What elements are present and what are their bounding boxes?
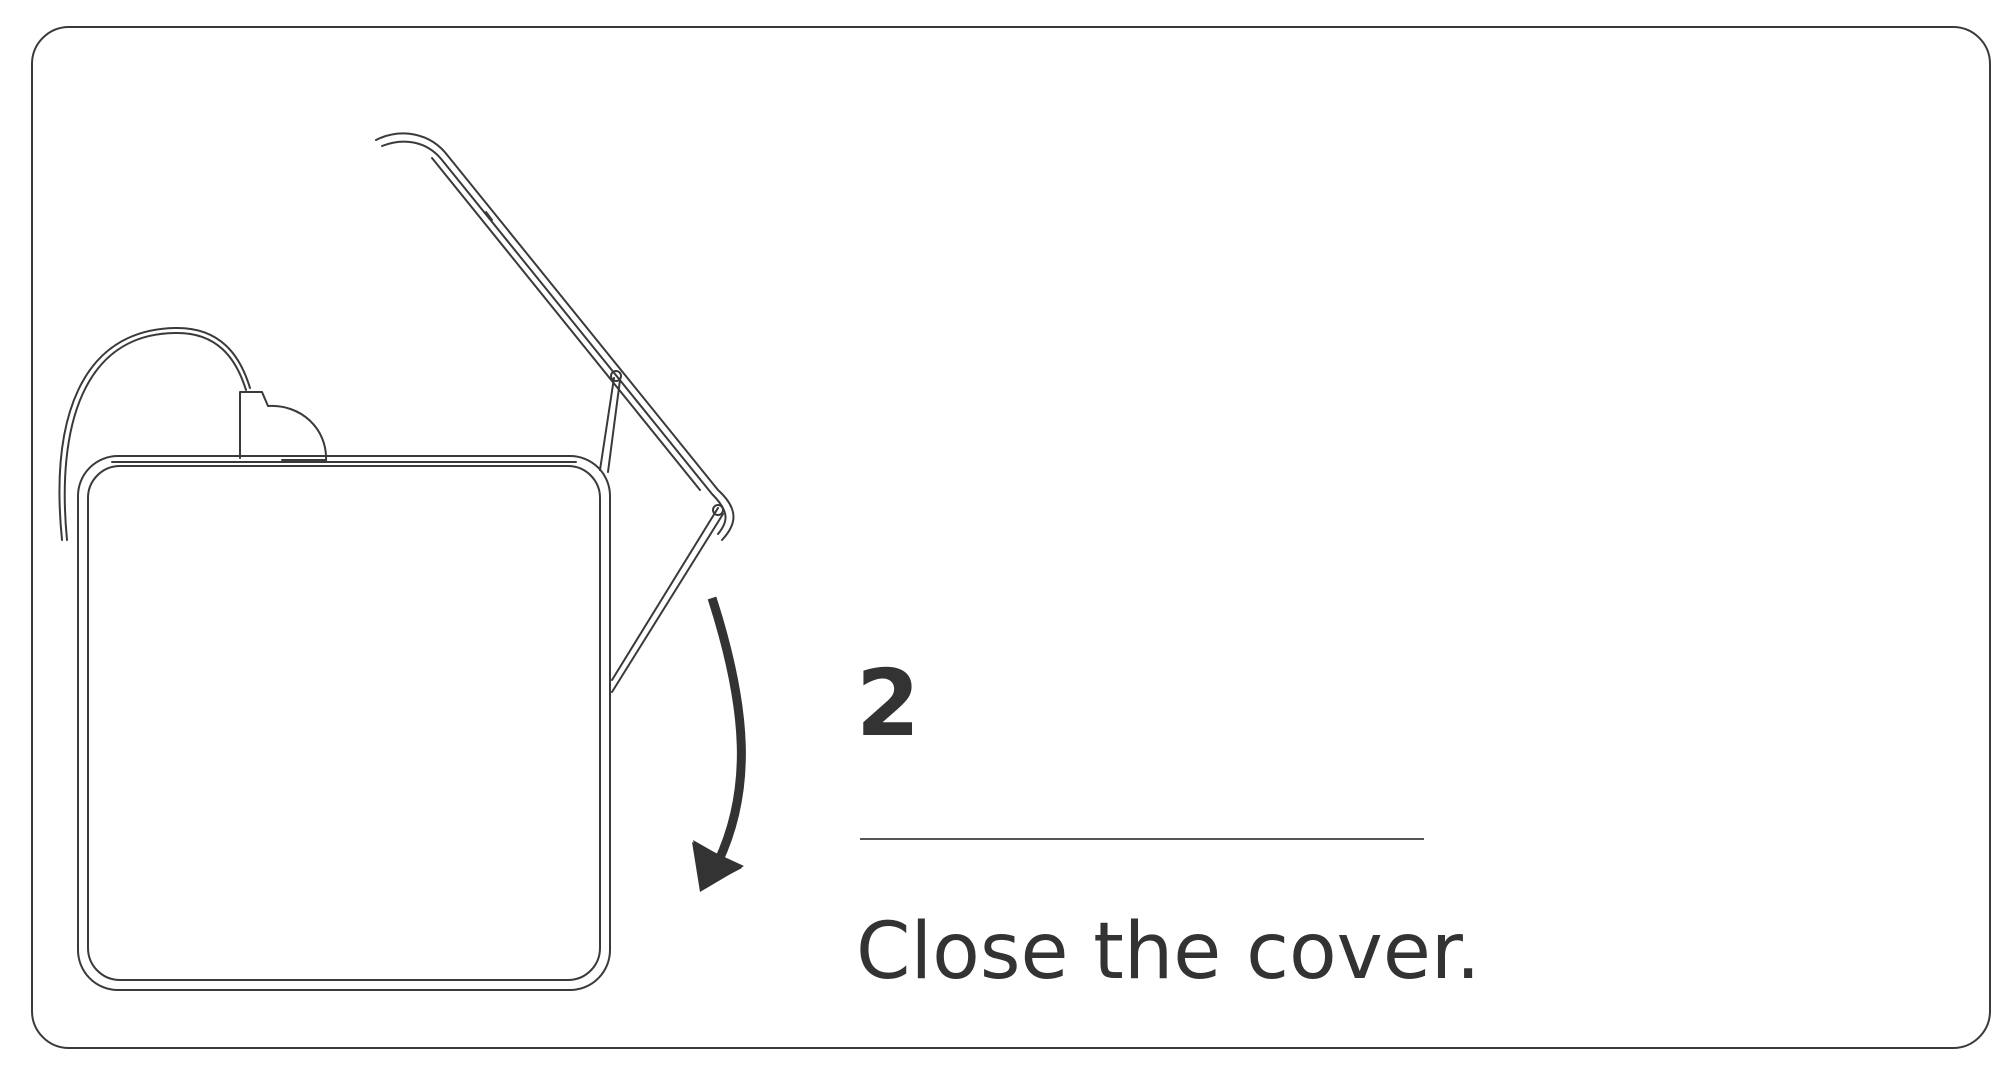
device-body-inner [87,465,601,981]
pivot-top [610,370,622,382]
curved-down-arrow-icon [692,596,746,892]
cable-inner [63,331,247,541]
divider [860,838,1424,840]
device-body [77,455,611,991]
instruction-card [31,26,1991,1049]
step-number: 2 [856,650,921,757]
cover-lid [375,132,735,541]
support-strut [611,507,724,693]
connector-plug [239,391,328,463]
instruction-text: Close the cover. [856,907,1481,997]
hinge-arm [599,377,621,473]
pivot-bottom [712,504,724,516]
cable [58,326,251,541]
